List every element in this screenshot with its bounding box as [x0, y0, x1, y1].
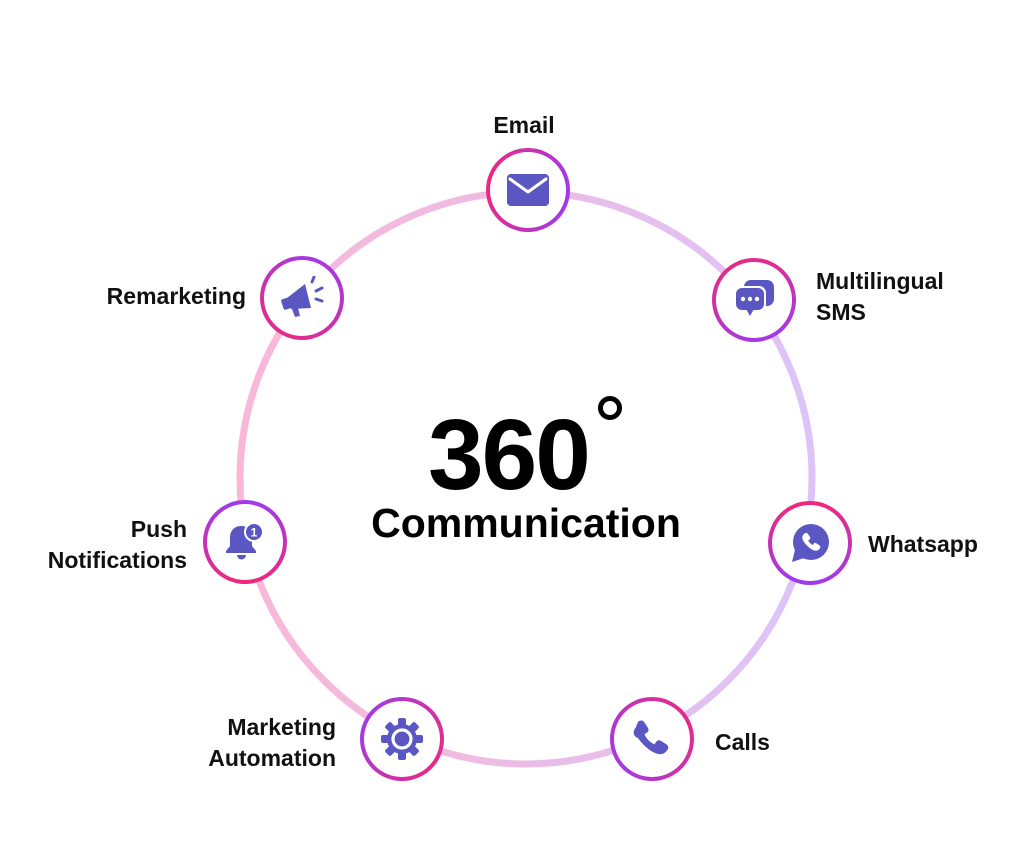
chat-bubbles-icon [734, 280, 774, 316]
degree-symbol [598, 396, 622, 420]
push-label-line1: Push [130, 516, 187, 542]
bell-notification-icon: 1 [226, 522, 264, 560]
title-subtitle: Communication [371, 500, 681, 546]
sms-node[interactable] [712, 258, 796, 342]
push-node[interactable]: 1 [203, 500, 287, 584]
sms-label-line1: Multilingual [816, 268, 944, 294]
remarketing-label: Remarketing [106, 283, 246, 309]
whatsapp-label: Whatsapp [868, 531, 978, 557]
sms-label: Multilingual SMS [816, 266, 944, 328]
push-label-line2: Notifications [47, 547, 187, 573]
automation-label: Marketing Automation [186, 712, 336, 774]
calls-label: Calls [715, 729, 770, 755]
calls-node[interactable] [610, 697, 694, 781]
automation-label-line2: Automation [208, 745, 336, 771]
remarketing-node[interactable] [260, 256, 344, 340]
phone-icon [633, 720, 669, 755]
email-label: Email [493, 112, 555, 138]
megaphone-icon [281, 276, 324, 317]
automation-node[interactable] [360, 697, 444, 781]
gear-icon [381, 718, 423, 760]
notification-badge: 1 [251, 526, 258, 540]
push-label: Push Notifications [20, 514, 187, 576]
envelope-icon [507, 174, 549, 206]
title-number: 360 [428, 399, 591, 511]
whatsapp-icon [792, 524, 829, 562]
sms-label-line2: SMS [816, 299, 866, 325]
whatsapp-node[interactable] [768, 501, 852, 585]
automation-label-line1: Marketing [227, 714, 336, 740]
email-node[interactable] [486, 148, 570, 232]
